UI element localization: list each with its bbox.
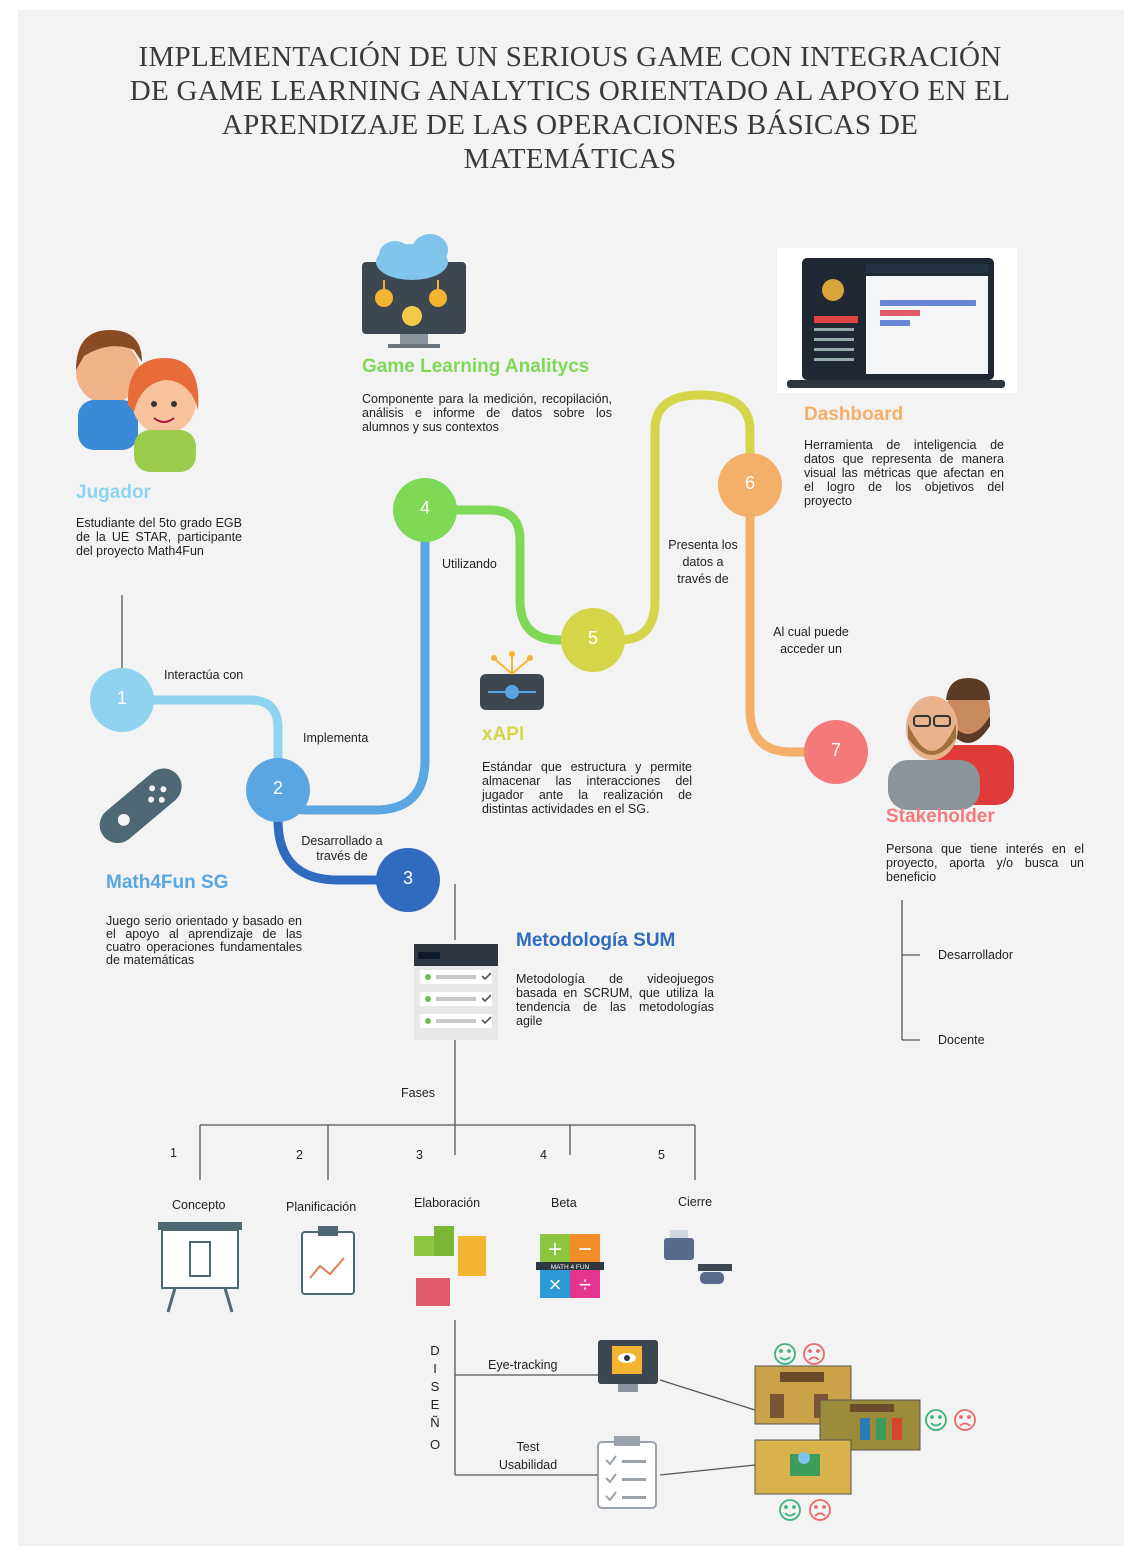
jugador-description: Estudiante del 5to grado EGB de la UE ST… xyxy=(76,516,242,558)
happy-face-icon xyxy=(779,1499,801,1521)
svg-text:−: − xyxy=(578,1236,592,1263)
usability-checklist-icon xyxy=(597,1436,657,1509)
path-segment-2 xyxy=(273,785,413,885)
phase-name-concepto: Concepto xyxy=(172,1198,226,1212)
path-segment-6 xyxy=(745,480,841,757)
sad-face-icon xyxy=(809,1499,831,1521)
page-title: IMPLEMENTACIÓN DE UN SERIOUS GAME CON IN… xyxy=(129,41,1011,175)
diseno-letter: E xyxy=(430,1397,440,1412)
step-number-5: 5 xyxy=(587,628,598,648)
eye-tracking-icon xyxy=(598,1340,658,1392)
svg-text:÷: ÷ xyxy=(579,1272,591,1297)
stakeholders-icon xyxy=(888,678,1014,810)
fases-label: Fases xyxy=(401,1086,436,1100)
usability-test-label: Test Usabilidad xyxy=(498,1440,558,1472)
sad-face-icon xyxy=(954,1409,976,1431)
happy-face-icon xyxy=(925,1409,947,1431)
phase-name-elaboracion: Elaboración xyxy=(414,1196,481,1210)
gla-title: Game Learning Analitycs xyxy=(362,356,590,377)
dashboard-title: Dashboard xyxy=(804,404,904,425)
diseno-letter: I xyxy=(433,1361,437,1376)
path-segment-3 xyxy=(273,505,430,815)
xapi-title: xAPI xyxy=(482,724,525,745)
step-circle-1 xyxy=(90,668,154,732)
diseno-letter: D xyxy=(430,1343,440,1358)
phase-number-3: 3 xyxy=(416,1148,423,1162)
connector-label-implementa: Implementa xyxy=(303,731,369,745)
math4fun-title: Math4Fun SG xyxy=(106,872,229,893)
step-circle-2 xyxy=(246,758,310,822)
printer-gamepad-icon xyxy=(664,1230,732,1284)
xapi-network-icon xyxy=(480,651,544,710)
presentation-board-icon xyxy=(158,1222,242,1313)
phase-number-1: 1 xyxy=(170,1146,177,1160)
math-operations-icon: MATH 4 FUN + − × ÷ xyxy=(536,1234,604,1298)
dashboard-laptop-icon xyxy=(777,248,1017,393)
diseno-letter: O xyxy=(429,1437,441,1452)
stakeholder-type-developer: Desarrollador xyxy=(938,948,1014,962)
step-number-3: 3 xyxy=(402,868,413,888)
checklist-icon xyxy=(414,944,498,1040)
connector-label-presenta: Presenta los datos a través de xyxy=(668,538,738,586)
phase-name-cierre: Cierre xyxy=(678,1195,713,1209)
step-circle-6 xyxy=(718,453,782,517)
players-icon xyxy=(76,330,199,472)
eye-tracking-label: Eye-tracking xyxy=(488,1358,558,1372)
svg-text:×: × xyxy=(549,1272,562,1297)
step-number-2: 2 xyxy=(272,778,283,798)
sum-title: Metodología SUM xyxy=(516,930,676,951)
stakeholder-type-teacher: Docente xyxy=(938,1033,985,1047)
path-segment-4 xyxy=(420,505,598,645)
path-segment-1 xyxy=(117,695,283,795)
phase-name-beta: Beta xyxy=(551,1196,577,1210)
gamepad-icon xyxy=(99,768,182,844)
sad-face-icon xyxy=(803,1343,825,1365)
connector-label-interactua: Interactúa con xyxy=(164,668,244,682)
analytics-cloud-icon xyxy=(362,234,466,348)
step-number-6: 6 xyxy=(744,473,755,493)
stakeholder-description: Persona que tiene interés en el proyecto… xyxy=(886,842,1084,884)
sum-description: Metodología de videojuegos basada en SCR… xyxy=(516,972,714,1028)
step-circle-5 xyxy=(561,608,625,672)
xapi-description: Estándar que estructura y permite almace… xyxy=(482,760,692,816)
phase-name-planificacion: Planificación xyxy=(286,1200,357,1214)
diseno-letter: S xyxy=(430,1379,440,1394)
phase-number-5: 5 xyxy=(658,1148,665,1162)
math4fun-description: Juego serio orientado y basado en el apo… xyxy=(106,914,302,967)
step-circle-7 xyxy=(804,720,868,784)
connector-label-desarrollado: Desarrollado a través de xyxy=(301,834,383,863)
svg-text:+: + xyxy=(548,1236,562,1263)
math4fun-logo-text: MATH 4 FUN xyxy=(551,1264,590,1271)
phase-number-2: 2 xyxy=(296,1148,303,1162)
step-number-7: 7 xyxy=(830,740,841,760)
feedback-faces xyxy=(774,1343,976,1521)
stakeholder-title: Stakeholder xyxy=(886,806,995,827)
step-circle-3 xyxy=(376,848,440,912)
step-number-4: 4 xyxy=(419,498,430,518)
diseno-letter: Ñ xyxy=(430,1415,440,1430)
game-screenshot-3 xyxy=(754,1439,852,1495)
step-circle-4 xyxy=(393,478,457,542)
step-number-1: 1 xyxy=(116,688,127,708)
happy-face-icon xyxy=(774,1343,796,1365)
jugador-title: Jugador xyxy=(76,482,151,503)
connector-label-utilizando: Utilizando xyxy=(442,557,497,571)
gla-description: Componente para la medición, recopilació… xyxy=(362,392,612,434)
path-segment-5 xyxy=(588,390,755,645)
clipboard-chart-icon xyxy=(301,1226,355,1295)
phase-number-4: 4 xyxy=(540,1148,547,1162)
dashboard-description: Herramienta de inteligencia de datos que… xyxy=(804,438,1004,508)
blocks-icon xyxy=(414,1226,486,1306)
connector-label-alcual: Al cual puede acceder un xyxy=(773,625,849,656)
